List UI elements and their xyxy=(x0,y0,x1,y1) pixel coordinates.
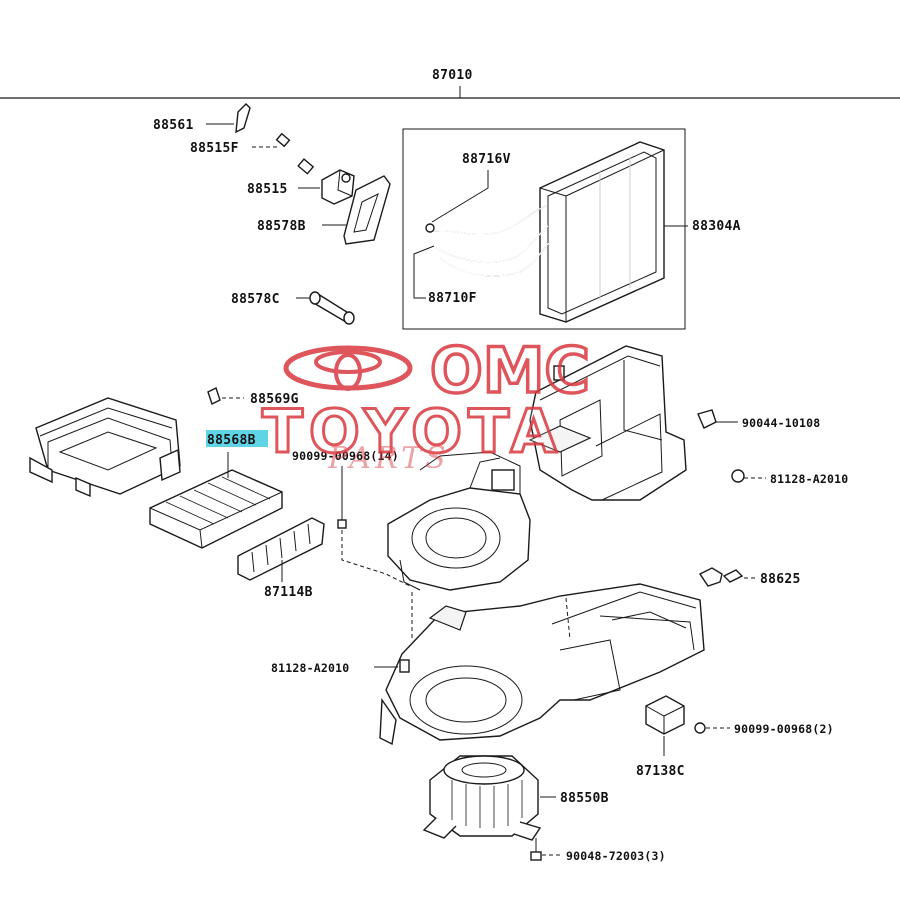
label-90099-00968-2[interactable]: 90099-00968(2) xyxy=(734,722,834,736)
part-88568B-filter xyxy=(149,469,283,549)
part-88625-connector xyxy=(698,567,744,587)
part-88515-valve xyxy=(321,169,355,205)
evaporator-core-88304A xyxy=(539,141,665,323)
evaporator-group-box xyxy=(402,128,686,330)
assembly-label[interactable]: 87010 xyxy=(432,68,473,83)
part-90048-screw-3 xyxy=(530,838,542,861)
label-90048-72003-3[interactable]: 90048-72003(3) xyxy=(566,849,666,863)
part-88550B-blower-motor xyxy=(422,755,542,841)
label-81128-A2010-a[interactable]: 81128-A2010 xyxy=(770,472,848,486)
leader-88710F xyxy=(413,245,435,299)
part-88578B-gasket xyxy=(343,175,391,245)
watermark-omc: OMC xyxy=(430,334,590,407)
part-87114B-grille xyxy=(237,517,325,581)
label-88625[interactable]: 88625 xyxy=(760,572,801,587)
part-90044-clip xyxy=(697,409,717,429)
label-88550B[interactable]: 88550B xyxy=(560,791,609,806)
part-90099-screw-2 xyxy=(694,722,706,734)
blower-lower-case xyxy=(379,583,705,746)
part-87138C-resistor xyxy=(645,695,685,735)
part-88515F-bolt xyxy=(275,132,315,175)
label-87138C[interactable]: 87138C xyxy=(636,764,685,779)
part-90099-screw-14 xyxy=(337,466,347,529)
part-88578C-tube xyxy=(309,291,355,325)
label-88561[interactable]: 88561 xyxy=(153,118,194,133)
part-88569G-clip xyxy=(207,387,221,405)
label-88578B[interactable]: 88578B xyxy=(257,219,306,234)
watermark-parts: PARTS xyxy=(327,441,450,476)
label-90044-10108[interactable]: 90044-10108 xyxy=(742,416,820,430)
dash-screw-14 xyxy=(341,530,411,587)
hvac-upper-case xyxy=(528,345,687,501)
label-90099-00968-14[interactable]: 90099-00968(14) xyxy=(292,449,399,463)
leader-88716V xyxy=(431,170,489,223)
highlight-88568B xyxy=(206,430,268,447)
label-88304A[interactable]: 88304A xyxy=(692,219,741,234)
part-88561-clip xyxy=(235,103,251,134)
omc-toyota-watermark: OMC TOYOTA PARTS xyxy=(261,332,592,476)
label-88515F[interactable]: 88515F xyxy=(190,141,239,156)
filter-housing xyxy=(29,397,181,498)
label-88716V[interactable]: 88716V xyxy=(462,152,511,167)
dash-align-2 xyxy=(565,597,571,641)
label-88515[interactable]: 88515 xyxy=(247,182,288,197)
evaporator-pipes-88710F xyxy=(425,205,551,277)
label-87114B[interactable]: 87114B xyxy=(264,585,313,600)
label-88568B[interactable]: 88568B xyxy=(207,433,256,448)
toyota-logo-icon xyxy=(283,345,413,391)
label-88710F[interactable]: 88710F xyxy=(428,291,477,306)
watermark-toyota: TOYOTA xyxy=(262,397,563,467)
label-88578C[interactable]: 88578C xyxy=(231,292,280,307)
part-81128-bolt-b xyxy=(399,659,410,673)
label-88569G[interactable]: 88569G xyxy=(250,392,299,407)
part-81128-bolt-a xyxy=(731,469,745,483)
label-81128-A2010-b[interactable]: 81128-A2010 xyxy=(271,661,349,675)
blower-upper-housing xyxy=(387,451,531,591)
